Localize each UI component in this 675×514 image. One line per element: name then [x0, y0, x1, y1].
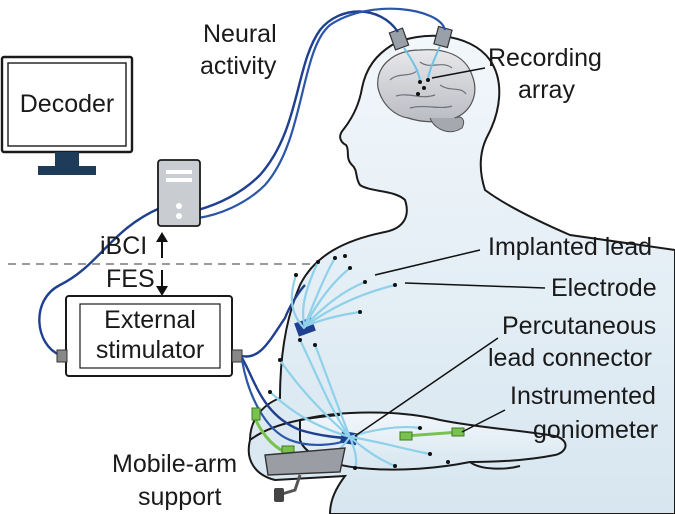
recording-array-label-1: Recording — [488, 44, 602, 72]
brain — [377, 49, 476, 133]
instrumented-goniometer — [251, 407, 465, 455]
mobile-arm-support — [264, 447, 346, 502]
neural-activity-label-2: activity — [200, 52, 277, 80]
instrumented-label-1: Instrumented — [510, 382, 656, 410]
external-stimulator: External stimulator — [56, 295, 243, 377]
stimulator-cables — [240, 284, 351, 446]
decoder-label: Decoder — [20, 90, 115, 118]
percutaneous-label-2: lead connector — [488, 344, 652, 372]
recording-array-label-2: array — [518, 76, 575, 104]
external-stimulator-label-2: stimulator — [96, 336, 204, 364]
neural-cables — [38, 7, 447, 357]
percutaneous-label-1: Percutaneous — [502, 312, 656, 340]
external-stimulator-label-1: External — [104, 306, 196, 334]
computer-tower — [157, 159, 201, 227]
mobile-arm-label-1: Mobile-arm — [112, 450, 237, 478]
neural-activity-label-1: Neural — [203, 20, 277, 48]
person-silhouette — [247, 34, 675, 514]
fes-label: FES — [106, 265, 155, 293]
ibci-label: iBCI — [100, 232, 147, 260]
instrumented-label-2: goniometer — [533, 416, 658, 444]
electrode-label: Electrode — [551, 274, 657, 302]
ibci-fes-arrows: iBCI FES — [100, 232, 168, 296]
decoder-monitor: Decoder — [0, 55, 134, 175]
pointer-lines — [354, 67, 546, 437]
implanted-lead-label: Implanted lead — [488, 233, 652, 261]
implanted-leads-upper — [290, 254, 397, 337]
recording-array-connectors — [388, 25, 453, 96]
mobile-arm-label-2: support — [138, 483, 221, 511]
